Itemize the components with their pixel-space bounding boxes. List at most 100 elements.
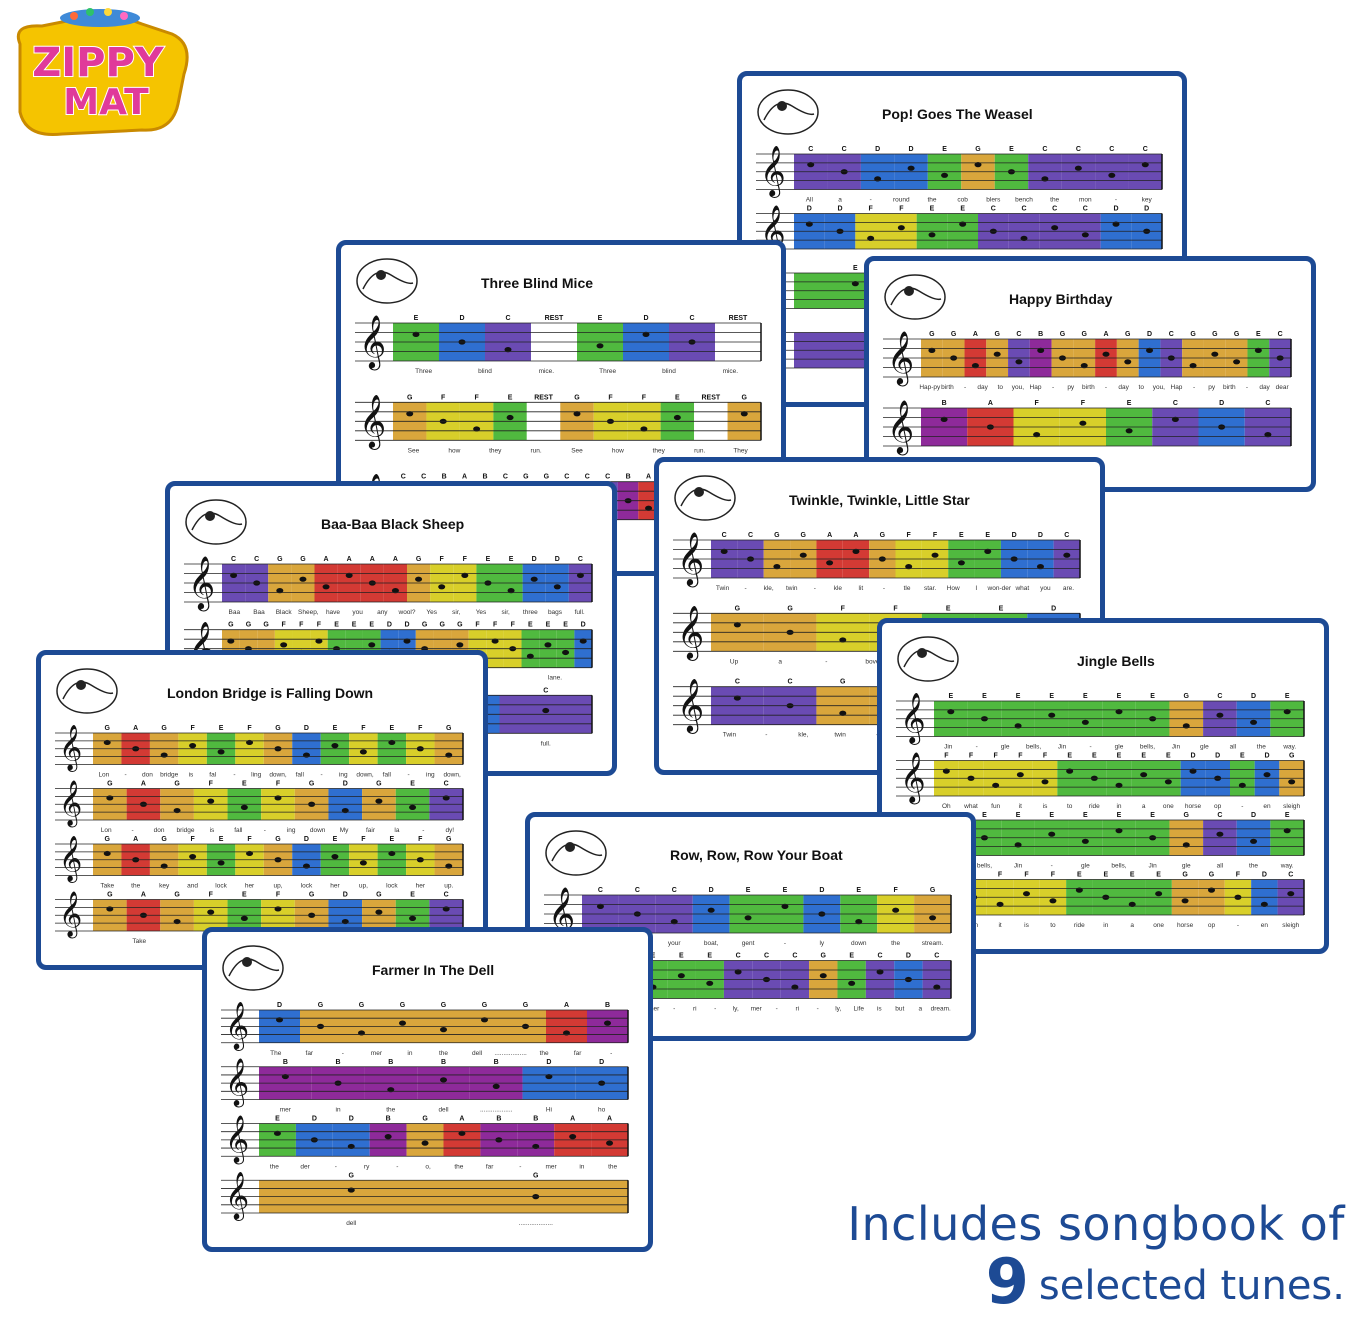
bridge-icon bbox=[56, 668, 118, 714]
note-c: C bbox=[763, 679, 817, 725]
note-a: A bbox=[967, 400, 1014, 446]
note-e: E bbox=[1106, 753, 1132, 796]
lyric-syllable: horse bbox=[1177, 922, 1194, 929]
lyric-syllable: the bbox=[131, 883, 140, 890]
lyric-syllable: Yes bbox=[476, 609, 487, 616]
note-a: A bbox=[121, 725, 150, 765]
lyric-syllable: The bbox=[270, 1050, 282, 1057]
lyric-syllable: is bbox=[1024, 922, 1029, 929]
lyric-syllable: birth bbox=[941, 384, 954, 391]
note-label: F bbox=[317, 622, 322, 629]
note-label: B bbox=[605, 1002, 610, 1009]
note-label: C bbox=[1173, 400, 1178, 407]
lyric-syllable: a bbox=[1130, 922, 1134, 929]
note-label: E bbox=[486, 556, 491, 563]
lyric-syllable: - bbox=[342, 1050, 344, 1057]
lyric-syllable: fun bbox=[991, 803, 1000, 810]
lyric-syllable: en bbox=[1261, 922, 1269, 929]
lyric-syllable: all bbox=[1230, 744, 1237, 751]
note-label: F bbox=[361, 836, 366, 843]
note-label: C bbox=[764, 953, 769, 960]
note-label: G bbox=[482, 1002, 488, 1009]
note-g: G bbox=[294, 781, 329, 820]
treble-clef-icon: 𝄞 bbox=[225, 1001, 249, 1051]
note-label: E bbox=[930, 206, 935, 213]
lyric-syllable: ing bbox=[287, 827, 296, 834]
lyric-syllable: Hap bbox=[1030, 384, 1042, 391]
lyric-syllable: Baa bbox=[229, 609, 241, 616]
lyric-syllable: it bbox=[998, 922, 1001, 929]
note-d: D bbox=[1198, 400, 1245, 446]
note-label: C bbox=[578, 556, 583, 563]
note-g: G bbox=[443, 1172, 628, 1213]
note-d: D bbox=[522, 1059, 576, 1100]
note-e: E bbox=[934, 693, 968, 737]
note-label: E bbox=[1285, 693, 1290, 700]
lyric-syllable: they bbox=[489, 447, 502, 454]
note-f: F bbox=[426, 394, 460, 441]
note-c: C bbox=[245, 556, 269, 602]
lyric-syllable: her bbox=[245, 883, 255, 890]
lyric-syllable: Lon bbox=[98, 772, 109, 779]
lyric-syllable: - bbox=[1115, 197, 1117, 204]
note-c: C bbox=[1070, 206, 1101, 249]
note-g: G bbox=[160, 781, 194, 820]
note-g: G bbox=[1051, 331, 1074, 377]
note-g: G bbox=[921, 331, 943, 377]
note-label: G bbox=[735, 605, 741, 612]
note-label: G bbox=[161, 836, 167, 843]
lyric-syllable: down bbox=[310, 827, 326, 834]
note-label: A bbox=[393, 556, 398, 563]
lyric-syllable: Hi bbox=[546, 1107, 552, 1114]
note-label: E bbox=[275, 1116, 280, 1123]
note-label: B bbox=[482, 474, 487, 481]
note-f: F bbox=[1013, 400, 1060, 446]
note-label: A bbox=[459, 1116, 464, 1123]
note-d: D bbox=[1254, 753, 1280, 796]
note-label: G bbox=[574, 394, 580, 401]
note-d: D bbox=[1100, 206, 1132, 249]
lyric-syllable: They bbox=[733, 447, 748, 454]
note-label: F bbox=[247, 836, 252, 843]
note-label: D bbox=[343, 781, 348, 788]
mice-icon bbox=[356, 258, 418, 304]
note-label: C bbox=[635, 887, 640, 894]
lyric-syllable: Yes bbox=[426, 609, 437, 616]
note-label: B bbox=[442, 474, 447, 481]
note-c: C bbox=[711, 532, 738, 578]
note-label: D bbox=[709, 887, 714, 894]
note-label: D bbox=[1251, 693, 1256, 700]
note-label: E bbox=[1049, 693, 1054, 700]
note-c: C bbox=[1039, 206, 1070, 249]
note-label: F bbox=[899, 206, 904, 213]
note-label: E bbox=[1077, 872, 1082, 879]
lyric-syllable: in bbox=[407, 1050, 412, 1057]
note-label: D bbox=[1219, 400, 1224, 407]
note-label: G bbox=[930, 887, 936, 894]
lyric-syllable: the bbox=[1050, 197, 1059, 204]
note-label: E bbox=[783, 887, 788, 894]
note-label: F bbox=[463, 556, 468, 563]
note-label: D bbox=[555, 556, 560, 563]
note-g: G bbox=[727, 394, 761, 441]
lyric-syllable: ing bbox=[426, 772, 435, 779]
note-label: E bbox=[334, 622, 339, 629]
lyric-syllable: ly, bbox=[733, 1006, 739, 1013]
lyric-syllable: - bbox=[745, 585, 747, 592]
note-label: B bbox=[942, 400, 947, 407]
note-label: A bbox=[324, 556, 329, 563]
lyric-syllable: gle bbox=[1081, 863, 1090, 870]
note-label: E bbox=[853, 265, 858, 272]
note-label: A bbox=[462, 474, 467, 481]
note-g: G bbox=[434, 836, 463, 876]
note-e: E bbox=[227, 781, 262, 820]
note-label: F bbox=[608, 394, 613, 401]
lyric-syllable: - bbox=[825, 658, 827, 665]
note-f: F bbox=[1008, 753, 1033, 796]
note-label: REST bbox=[534, 394, 553, 401]
lyric-syllable: - bbox=[519, 1163, 521, 1170]
